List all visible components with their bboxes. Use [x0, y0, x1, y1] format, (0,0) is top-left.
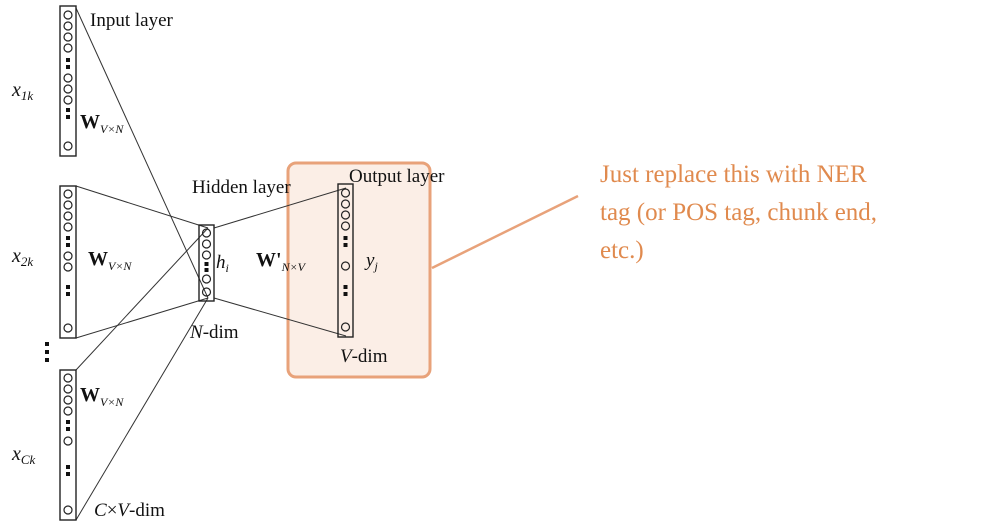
x1k-label: x1k: [11, 79, 33, 103]
hidden-column: [198, 224, 215, 302]
output-layer-label: Output layer: [349, 166, 445, 187]
callout-line: [431, 194, 579, 270]
w-prime-label: W'N×V: [256, 249, 307, 274]
input-column-2-nodes: [63, 189, 73, 333]
xck-label: xCk: [11, 443, 36, 467]
w-label-1: WV×N: [80, 111, 124, 136]
w-label-3: WV×N: [80, 384, 124, 409]
input-column-1-nodes: [63, 10, 73, 151]
input-column-2: [59, 185, 77, 339]
connection-lines: [75, 7, 347, 521]
w-label-2: WV×N: [88, 248, 132, 273]
input-column-c: [59, 369, 77, 521]
input-column-1: [59, 5, 77, 157]
h-label: hi: [216, 252, 229, 275]
v-dim-label: V-dim: [340, 346, 388, 367]
output-column-nodes: [340, 188, 351, 332]
x2k-label: x2k: [11, 245, 33, 269]
annotation-line-3: etc.): [600, 237, 644, 264]
input-layer-label: Input layer: [90, 10, 174, 31]
output-highlight-box: [286, 161, 432, 379]
annotation-line-1: Just replace this with NER: [600, 161, 867, 188]
hidden-layer-label: Hidden layer: [192, 177, 291, 198]
hidden-column-nodes: [201, 228, 212, 297]
input-column-c-nodes: [63, 373, 73, 515]
output-column: [337, 183, 354, 338]
input-ellipsis: [45, 342, 49, 362]
n-dim-label: N-dim: [189, 322, 239, 343]
y-label: yj: [364, 250, 378, 273]
annotation-line-2: tag (or POS tag, chunk end,: [600, 199, 877, 226]
cv-dim-label: C×V-dim: [94, 500, 165, 521]
